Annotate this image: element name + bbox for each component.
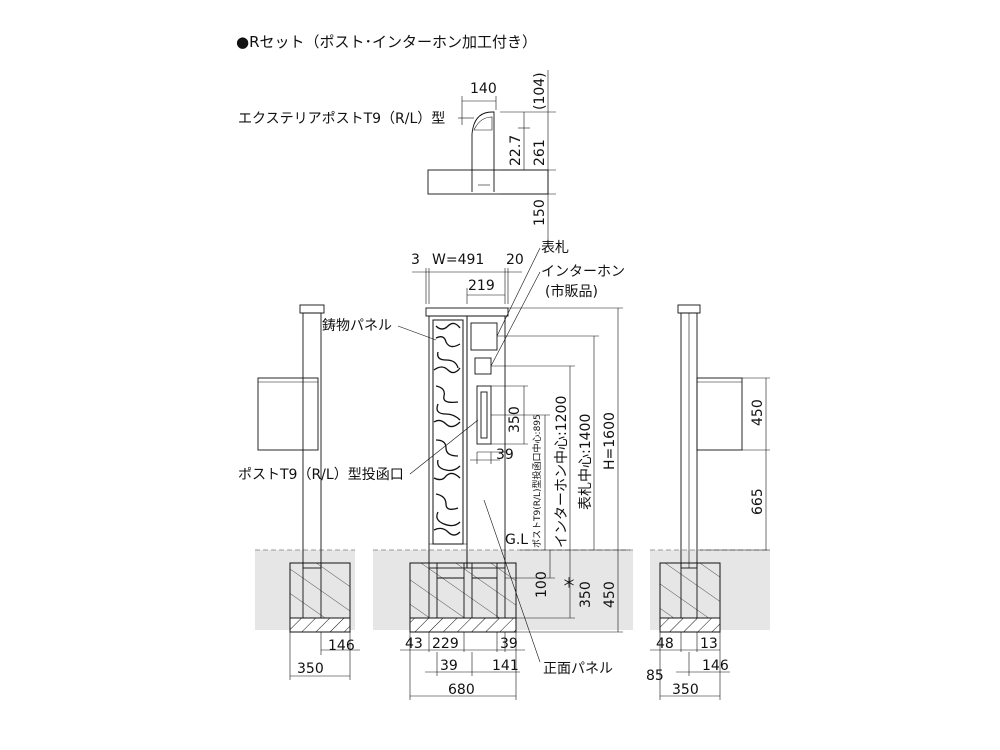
front-view xyxy=(409,307,517,633)
right-side-view xyxy=(650,304,770,700)
dim-3: 3 xyxy=(411,252,420,268)
cast-panel-pattern xyxy=(433,322,461,536)
dim-top-140: 140 xyxy=(470,81,497,97)
dim-right-13: 13 xyxy=(700,636,718,652)
dim-slot-39: 39 xyxy=(496,447,514,463)
intercom-center-label: インターホン中心:1200 xyxy=(554,396,570,548)
cast-panel-label: 鋳物パネル xyxy=(322,317,392,334)
dim-top-104: (104) xyxy=(532,72,548,110)
dim-right-85: 85 xyxy=(646,668,664,684)
dim-mid-141: 141 xyxy=(492,658,519,674)
post-model-label: エクステリアポストT9（R/L）型 xyxy=(238,111,445,127)
dim-top-150: 150 xyxy=(532,199,548,226)
dim-found-450: 450 xyxy=(602,581,618,608)
dim-mid-43: 43 xyxy=(405,636,423,652)
intercom-sub-label: (市販品) xyxy=(545,283,598,300)
front-panel-label: 正面パネル xyxy=(543,661,613,677)
dim-w-491: W=491 xyxy=(432,252,484,268)
dim-mid-680: 680 xyxy=(448,682,475,698)
dim-right-665: 665 xyxy=(750,488,766,515)
dim-219: 219 xyxy=(468,278,495,294)
dim-right-350: 350 xyxy=(672,682,699,698)
dim-right-146: 146 xyxy=(702,658,729,674)
dim-mid-39b: 39 xyxy=(440,658,458,674)
dim-slot-350: 350 xyxy=(507,406,523,433)
intercom-label: インターホン xyxy=(541,264,625,280)
dim-left-350: 350 xyxy=(297,661,324,677)
dim-left-146: 146 xyxy=(328,638,355,654)
ground-level-label: G.L xyxy=(505,532,528,548)
page-title: ●Rセット（ポスト･インターホン加工付き） xyxy=(236,33,537,51)
dim-100: 100 xyxy=(534,571,550,598)
post-plan-view xyxy=(427,70,556,240)
left-side-view xyxy=(257,304,360,680)
nameplate-center-label: 表札中心:1400 xyxy=(578,414,594,510)
dim-mid-39a: 39 xyxy=(500,636,518,652)
front-dims xyxy=(397,247,630,700)
asterisk-mark: ＊ xyxy=(562,576,576,592)
dim-mid-229: 229 xyxy=(432,636,459,652)
dim-right-450: 450 xyxy=(750,399,766,426)
dim-found-350: 350 xyxy=(578,581,594,608)
dim-right-48: 48 xyxy=(656,636,674,652)
post-slot-label: ポストT9（R/L）型投函口 xyxy=(238,467,404,483)
dim-top-22-7: 22.7 xyxy=(508,135,524,166)
dim-top-261: 261 xyxy=(532,139,548,166)
nameplate-label: 表札 xyxy=(541,240,569,256)
dim-20: 20 xyxy=(506,252,524,268)
slot-center-label: ポストT9(R/L)型投函口中心:895 xyxy=(531,414,543,548)
height-label: H=1600 xyxy=(602,412,618,470)
